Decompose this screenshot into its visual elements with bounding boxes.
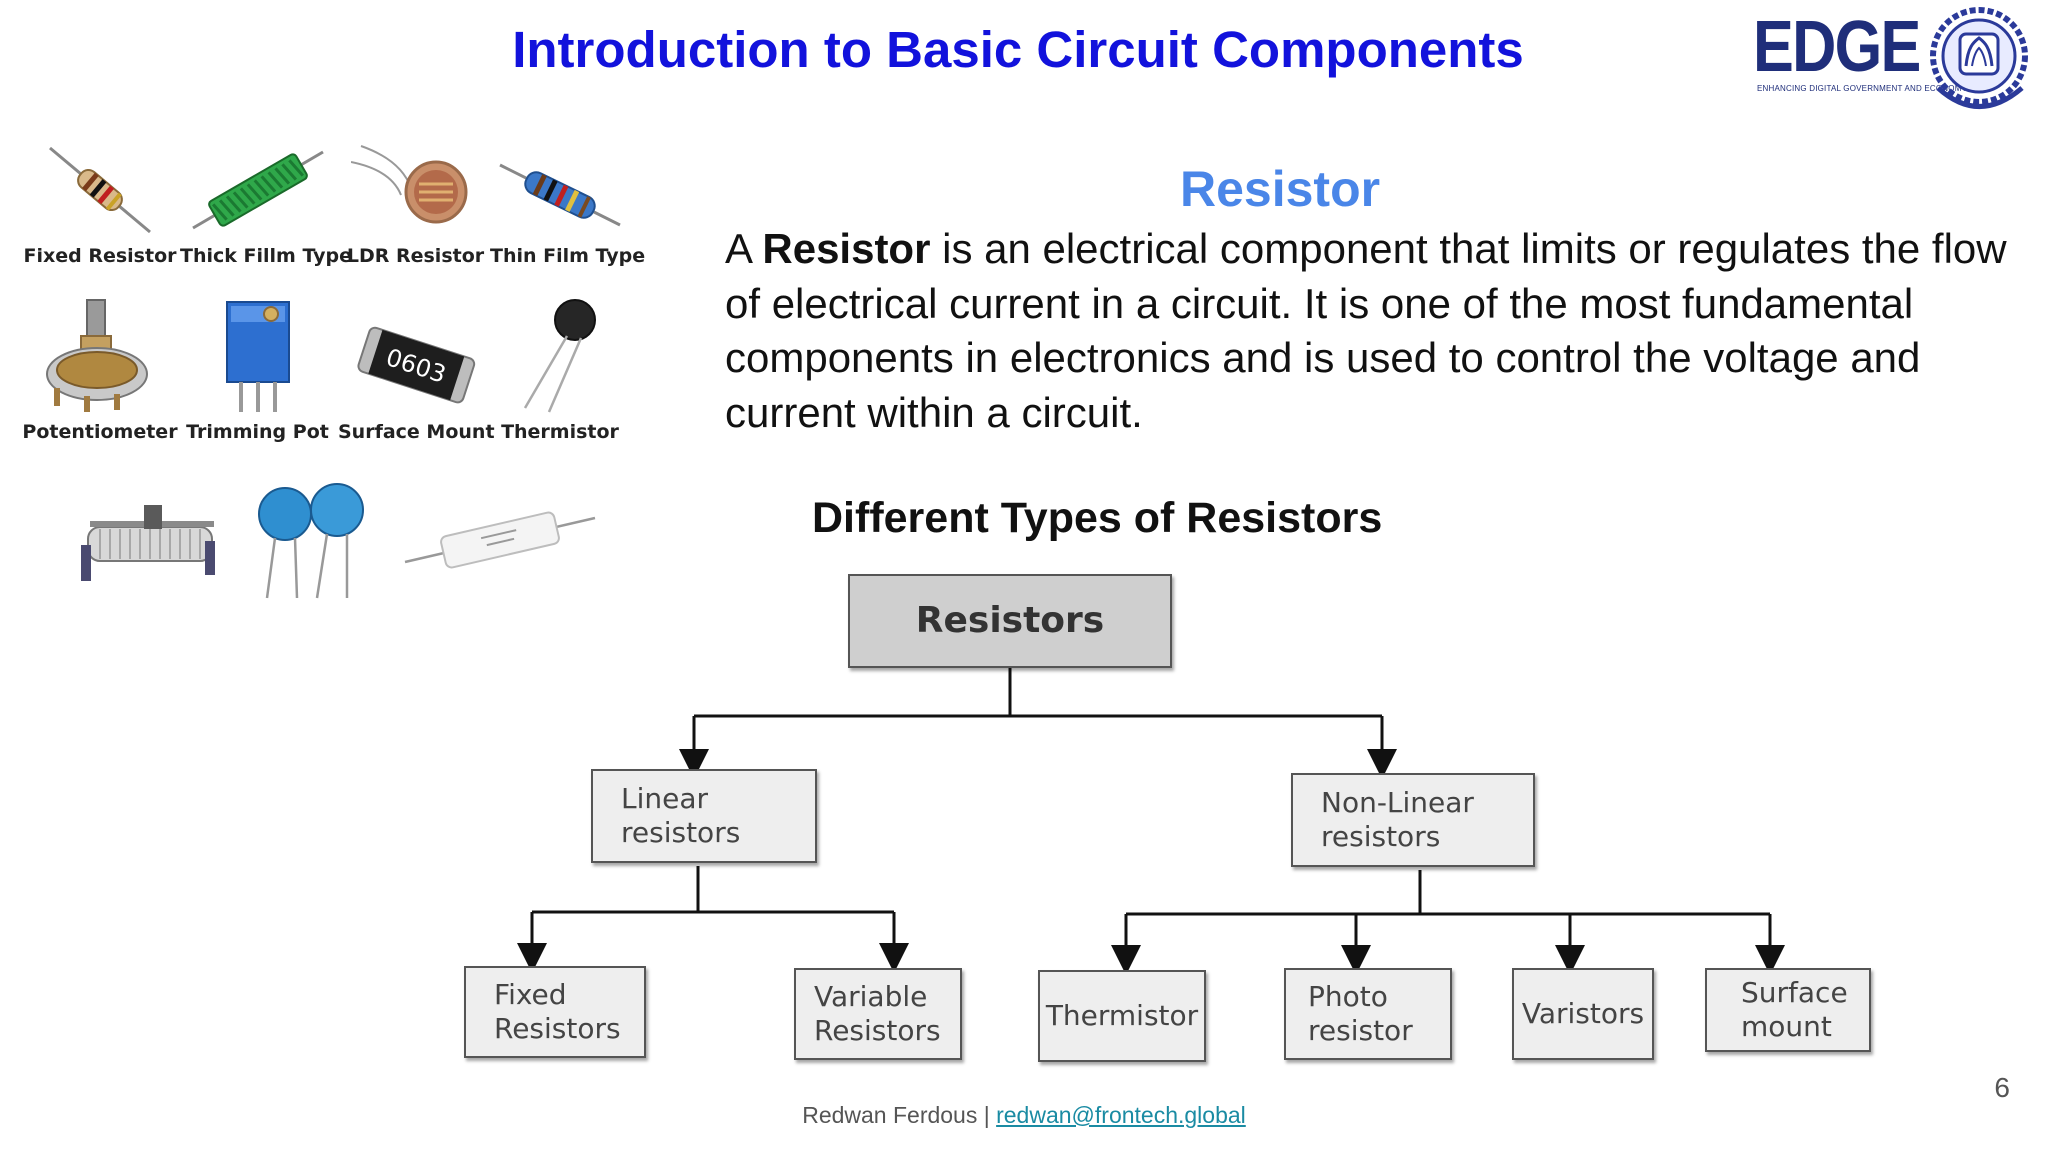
- gallery-item-potentiometer: Potentiometer: [20, 296, 180, 443]
- gallery-item-surface-mount: 0603 Surface Mount: [338, 296, 495, 443]
- edge-logo: EDGE: [1753, 7, 1921, 87]
- description-bold: Resistor: [762, 225, 931, 272]
- gallery-caption: Trimming Pot: [186, 421, 329, 443]
- logo-area: EDGE ENHANCING DIGITAL GOVERNMENT AND EC…: [1753, 0, 2028, 120]
- thermistor-image: [523, 299, 596, 413]
- tree-node-line: resistors: [621, 816, 741, 849]
- gallery-item-thin-film: Thin Film Type: [490, 140, 646, 267]
- wirewound-resistor-image: [404, 511, 596, 569]
- tree-node-line: Fixed: [494, 978, 567, 1011]
- gallery-item-varistor: [245, 480, 375, 605]
- gallery-caption: Thin Film Type: [490, 245, 646, 267]
- tree-node-line: mount: [1741, 1010, 1832, 1043]
- tree-node-line: Surface: [1741, 976, 1848, 1009]
- gallery-item-fixed-resistor: Fixed Resistor: [20, 140, 180, 267]
- potentiometer-image: [46, 299, 148, 412]
- gallery-item-thick-film: Thick Fillm Type: [180, 140, 353, 267]
- gallery-item-rheostat: [70, 485, 230, 600]
- tree-node-line: Photo: [1308, 980, 1388, 1013]
- gallery-caption: Fixed Resistor: [23, 245, 177, 267]
- gallery-caption: Thermistor: [501, 421, 619, 443]
- tree-node-line: Resistors: [494, 1012, 621, 1045]
- thin-film-resistor-image: [499, 163, 621, 227]
- tree-node-thermistor: Thermistor: [1038, 970, 1206, 1062]
- resistor-heading: Resistor: [1180, 161, 1381, 217]
- gallery-item-wirewound: [400, 500, 600, 585]
- trimming-pot-image: [225, 301, 290, 412]
- fixed-resistor-image: [49, 146, 151, 234]
- footer: Redwan Ferdous | redwan@frontech.global: [0, 1102, 2048, 1129]
- tree-node-label: Varistors: [1521, 997, 1645, 1030]
- footer-email-link[interactable]: redwan@frontech.global: [996, 1102, 1246, 1128]
- gallery-caption: LDR Resistor: [346, 245, 485, 267]
- slide-title: Introduction to Basic Circuit Components: [512, 21, 1524, 78]
- tree-node-resistors: Resistors: [848, 574, 1172, 668]
- description-prefix: A: [725, 225, 763, 272]
- tree-node-line: resistors: [1321, 820, 1441, 853]
- thick-film-resistor-image: [191, 150, 324, 230]
- tree-node-label: Resistors: [915, 600, 1105, 641]
- tree-node-varistors: Varistors: [1512, 968, 1654, 1060]
- university-seal-icon: [1930, 7, 2028, 109]
- tree-node-line: Resistors: [814, 1014, 941, 1047]
- tree-node-line: Variable: [814, 980, 928, 1013]
- tree-node-line: resistor: [1308, 1014, 1413, 1047]
- smd-resistor-image: 0603: [356, 326, 475, 404]
- gallery-caption: Surface Mount: [338, 421, 495, 443]
- gallery-caption: Potentiometer: [22, 421, 178, 443]
- tree-node-line: Non-Linear: [1321, 786, 1474, 819]
- types-heading: Different Types of Resistors: [812, 494, 1383, 542]
- rheostat-image: [81, 505, 215, 581]
- page-number: 6: [1994, 1072, 2010, 1103]
- resistor-gallery: Fixed Resistor Thick Fillm Type LDR Resi…: [20, 140, 650, 610]
- varistor-image: [258, 483, 364, 599]
- resistor-description: A Resistor is an electrical component th…: [725, 222, 2015, 440]
- gallery-item-thermistor: Thermistor: [490, 296, 630, 443]
- edge-logo-subtext: ENHANCING DIGITAL GOVERNMENT AND ECONOMY: [1757, 84, 1968, 93]
- tree-node-label: Thermistor: [1045, 999, 1199, 1032]
- footer-author: Redwan Ferdous |: [802, 1102, 997, 1128]
- gallery-item-trimming-pot: Trimming Pot: [180, 296, 335, 443]
- ldr-resistor-image: [350, 145, 467, 224]
- gallery-item-ldr: LDR Resistor: [338, 140, 493, 267]
- tree-node-line: Linear: [621, 782, 709, 815]
- description-text: is an electrical component that limits o…: [725, 225, 2007, 436]
- gallery-caption: Thick Fillm Type: [180, 245, 353, 267]
